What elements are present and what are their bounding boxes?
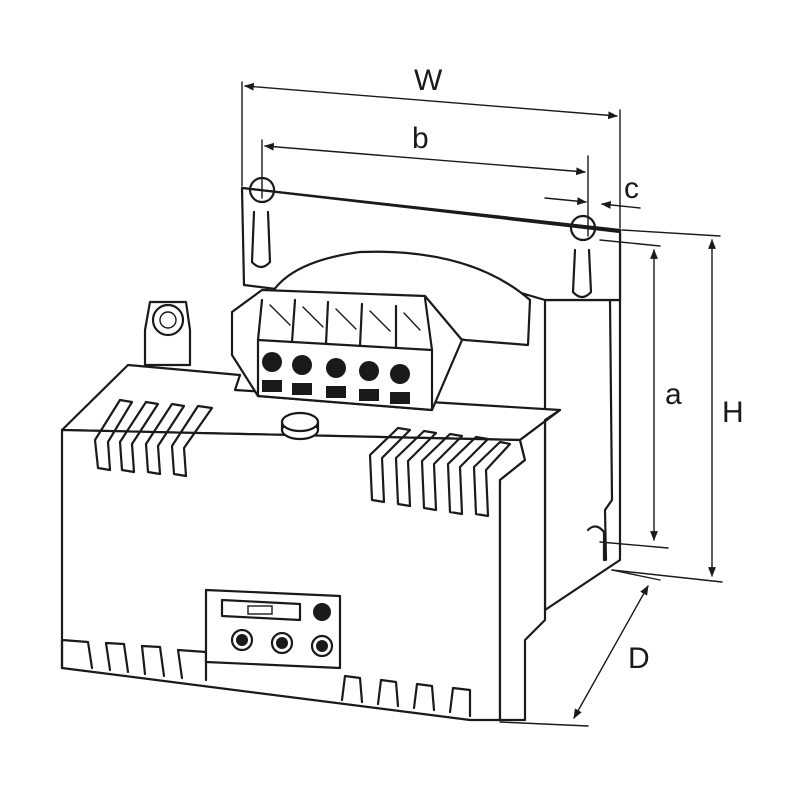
dimension-label-b: b	[412, 122, 429, 155]
dimension-lines	[241, 81, 723, 727]
front-terminal-block	[204, 588, 342, 670]
earth-screw	[143, 300, 192, 367]
dimension-label-a: a	[665, 378, 682, 411]
dimension-label-c: c	[624, 172, 639, 205]
terminal-clamps	[262, 380, 410, 404]
top-terminal-block	[230, 288, 464, 412]
terminal-screws	[262, 352, 410, 384]
dimension-label-width: W	[414, 64, 443, 97]
keyhole-slot-right	[569, 214, 597, 299]
transformer-body	[60, 363, 562, 722]
dimension-label-depth: D	[628, 642, 650, 675]
dimension-label-height: H	[722, 396, 744, 429]
